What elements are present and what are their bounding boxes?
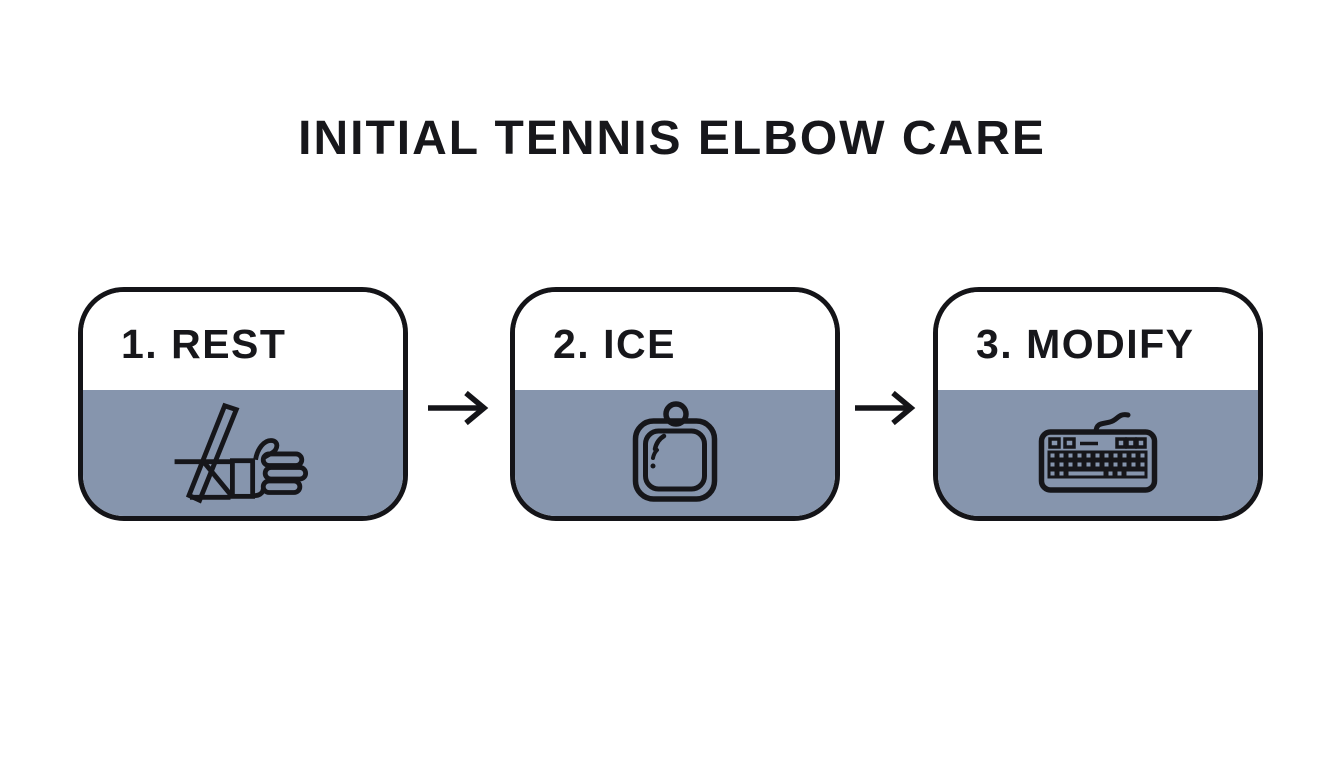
step-card-modify-header: 3. MODIFY <box>938 292 1258 390</box>
ice-pack-icon <box>630 401 720 505</box>
step-card-ice-body <box>515 390 835 516</box>
step-card-modify: 3. MODIFY <box>933 287 1263 521</box>
step-card-rest-body <box>83 390 403 516</box>
keyboard-icon <box>1038 408 1158 498</box>
page-title: INITIAL TENNIS ELBOW CARE <box>298 112 1046 165</box>
step-card-rest: 1. REST <box>78 287 408 521</box>
step-card-modify-body <box>938 390 1258 516</box>
step-label: 3. MODIFY <box>976 320 1195 367</box>
step-label: 2. ICE <box>553 320 676 367</box>
step-label: 1. REST <box>121 320 287 367</box>
arm-splint-icon <box>168 400 318 506</box>
arrow-right-icon <box>426 388 492 428</box>
arrow-right-icon <box>853 388 919 428</box>
step-card-ice-header: 2. ICE <box>515 292 835 390</box>
step-card-ice: 2. ICE <box>510 287 840 521</box>
step-card-rest-header: 1. REST <box>83 292 403 390</box>
